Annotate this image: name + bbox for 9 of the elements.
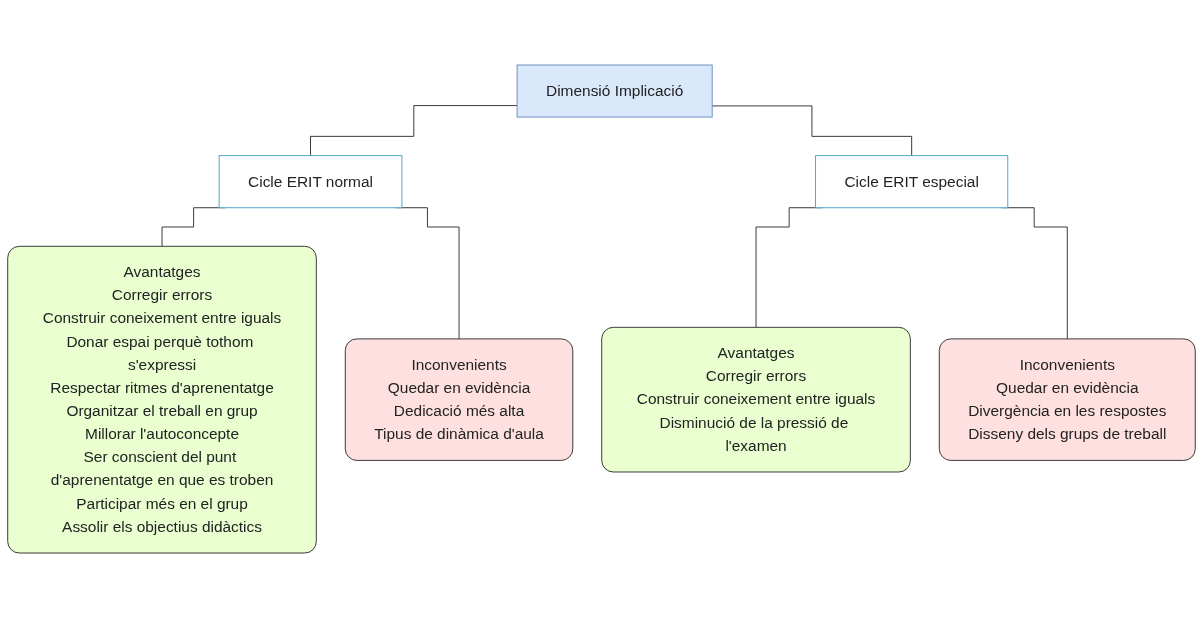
node-box: Avantatges Corregir errors Construir coneixement entre iguals Disminució de la pressió de l'examen: [601, 326, 911, 473]
node-box: Inconvenients Quedar en evidència Divergència en les respostes Disseny dels grups de treball: [938, 338, 1196, 461]
node-box: Cicle ERIT normal: [218, 155, 403, 209]
node-box: Avantatges Corregir errors Construir coneixement entre iguals Donar espai perquè tothom s'expressi Respectar ritmes d'aprenentatge Organitzar el treball en grup Millorar l'autoconcepte Ser conscient del punt d'aprenentatge en que es troben Participar més en el grup Assolir els objectius didàctics: [7, 245, 317, 554]
connector: [310, 105, 518, 157]
node-box: Inconvenients Quedar en evidència Dedicació més alta Tipus de dinàmica d'aula: [344, 338, 574, 461]
node-box: Cicle ERIT especial: [815, 155, 1009, 209]
connector: [711, 105, 913, 157]
node-box: Dimensió Implicació: [516, 64, 713, 118]
